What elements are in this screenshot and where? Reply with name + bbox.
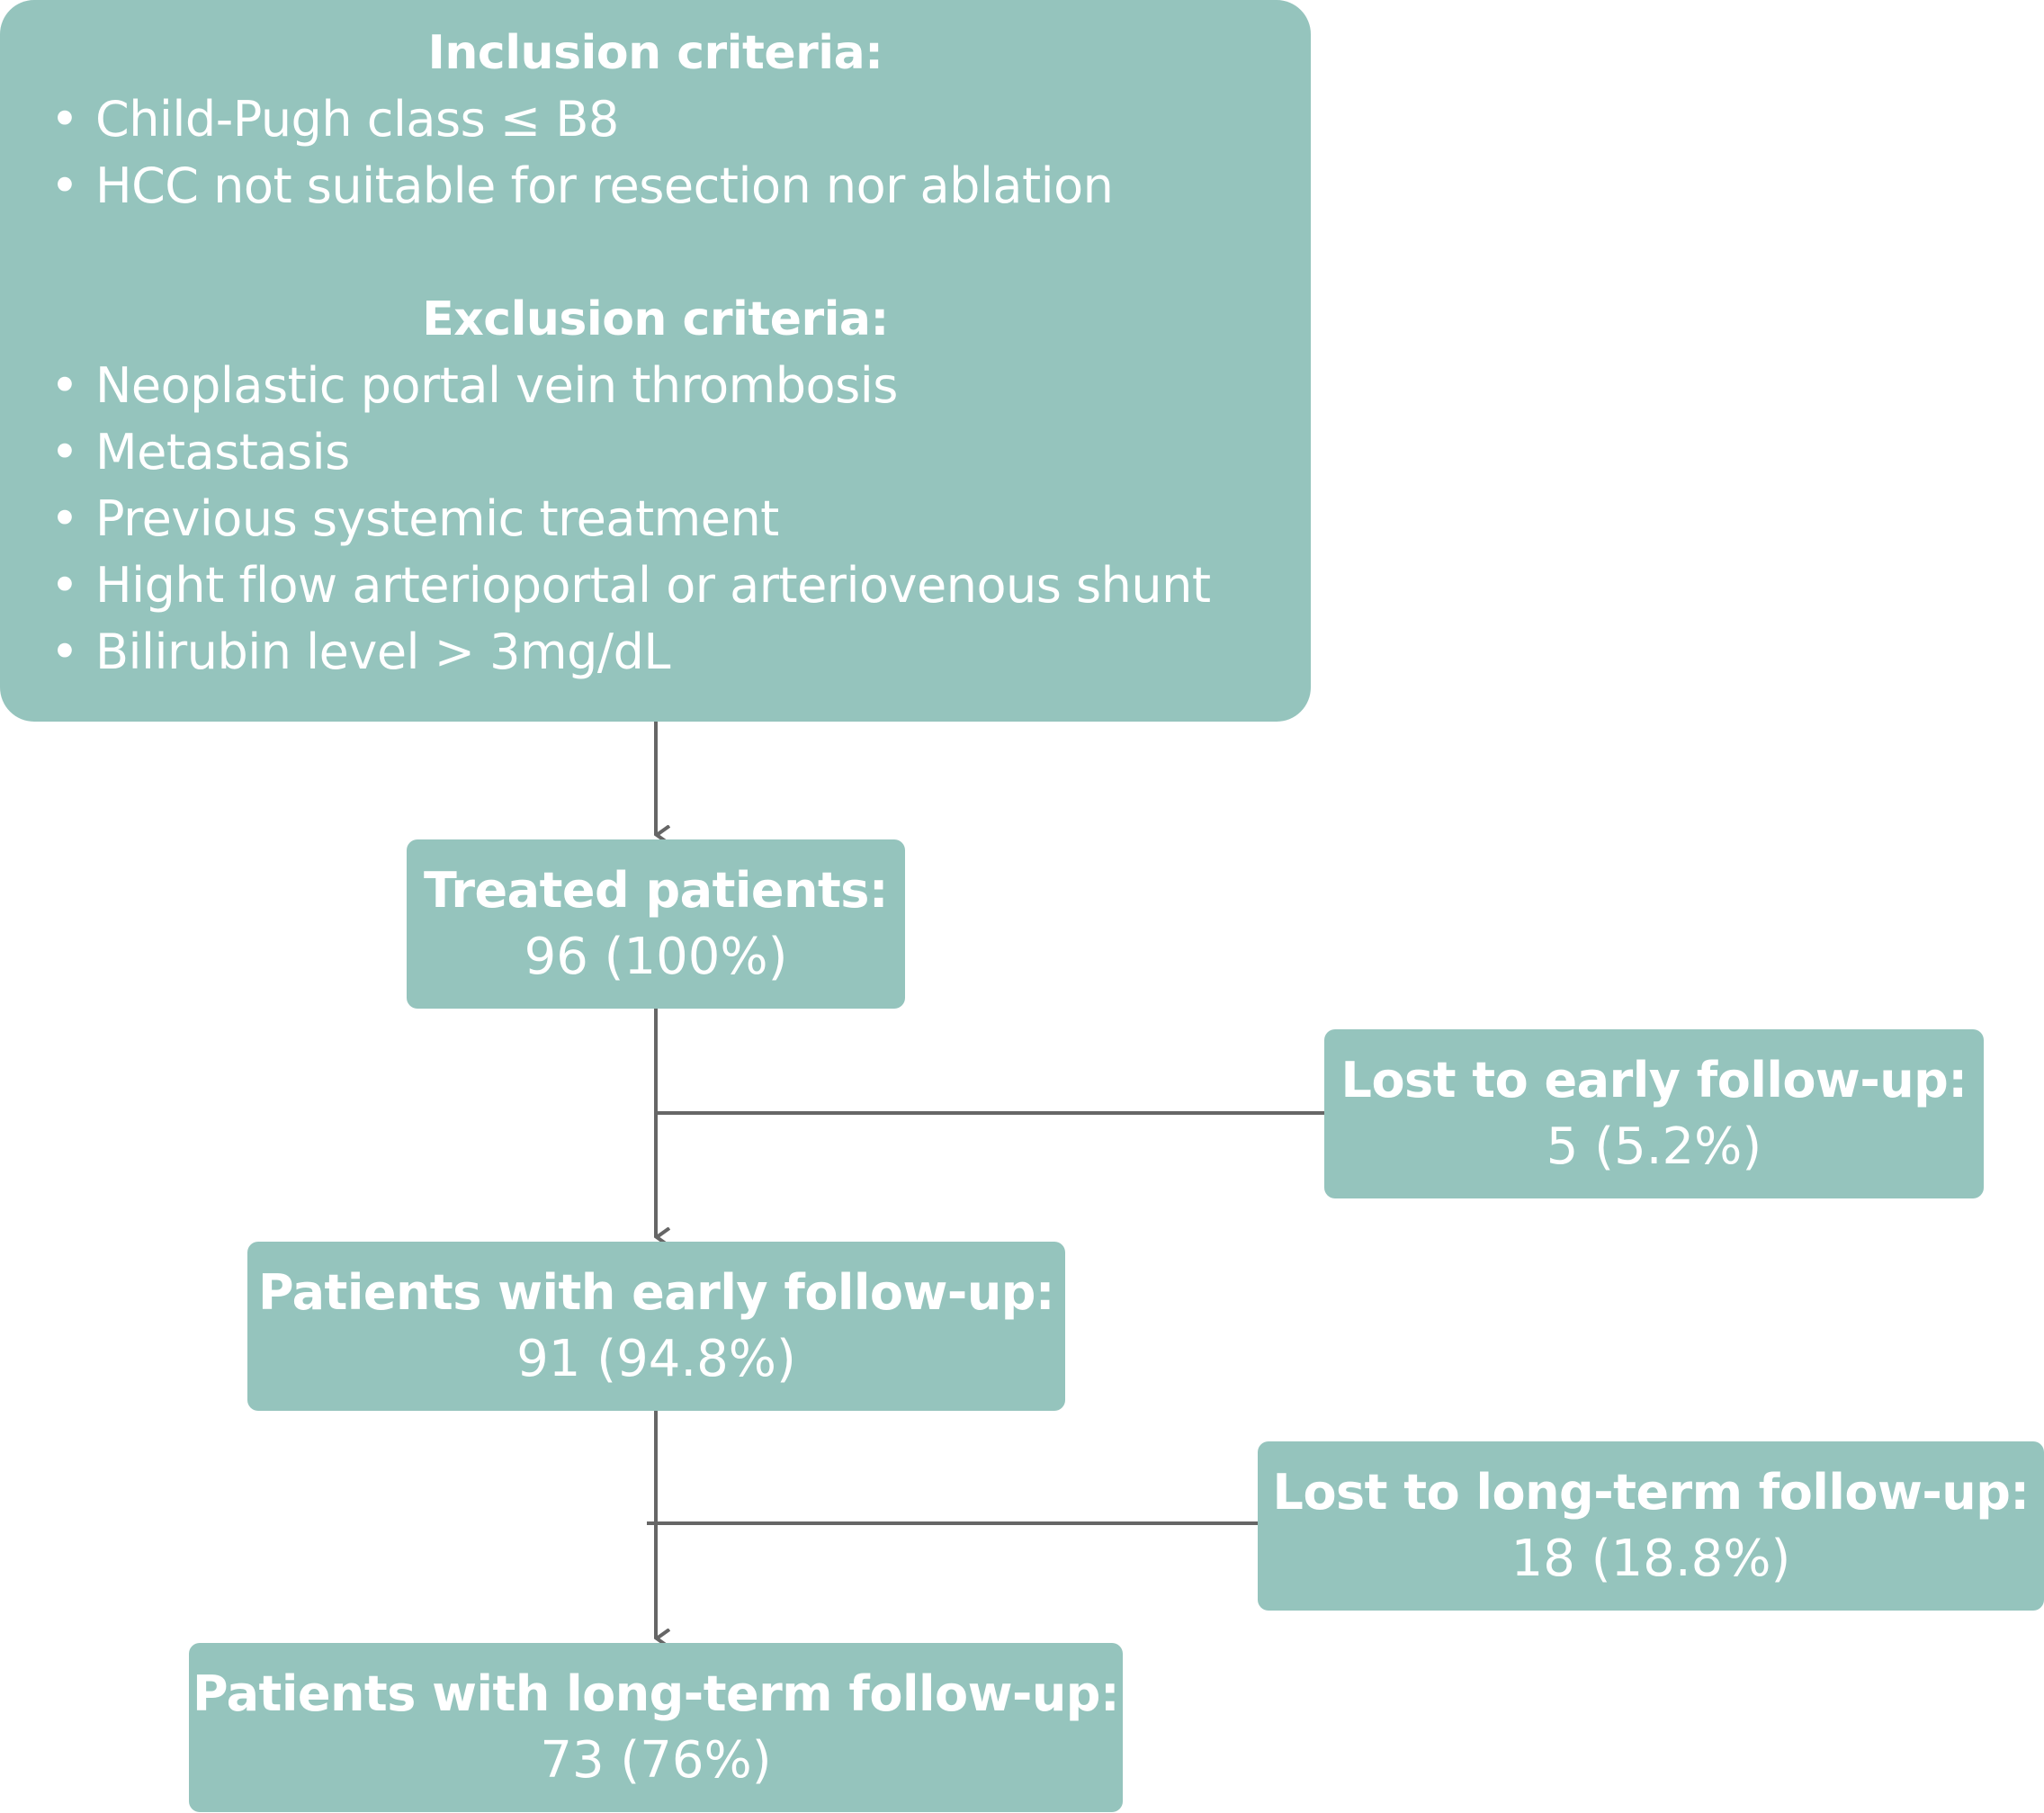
lost-long-term-followup-title: Lost to long-term follow-up: (1272, 1464, 2030, 1521)
early-followup-title: Patients with early follow-up: (257, 1264, 1055, 1321)
exclusion-criteria-item: Bilirubin level > 3mg/dL (50, 619, 1311, 686)
long-term-followup-box: Patients with long-term follow-up: 73 (7… (189, 1643, 1123, 1812)
lost-early-followup-count: 5 (5.2%) (1546, 1117, 1762, 1176)
lost-early-followup-box: Lost to early follow-up: 5 (5.2%) (1324, 1029, 1984, 1198)
inclusion-criteria-item: HCC not suitable for resection nor ablat… (50, 153, 1311, 220)
lost-long-term-followup-box: Lost to long-term follow-up: 18 (18.8%) (1258, 1441, 2044, 1611)
exclusion-criteria-item: Metastasis (50, 419, 1311, 486)
inclusion-criteria-heading: Inclusion criteria: (427, 26, 883, 80)
inclusion-criteria-list: Child-Pugh class ≤ B8 HCC not suitable f… (0, 86, 1311, 220)
exclusion-criteria-list: Neoplastic portal vein thrombosis Metast… (0, 353, 1311, 686)
early-followup-box: Patients with early follow-up: 91 (94.8%… (247, 1242, 1065, 1411)
treated-patients-box: Treated patients: 96 (100%) (407, 839, 905, 1009)
long-term-followup-title: Patients with long-term follow-up: (192, 1665, 1120, 1722)
early-followup-count: 91 (94.8%) (516, 1330, 796, 1388)
lost-early-followup-title: Lost to early follow-up: (1340, 1052, 1968, 1108)
exclusion-criteria-item: Hight flow arterioportal or arteriovenou… (50, 552, 1311, 619)
long-term-followup-count: 73 (76%) (540, 1731, 772, 1790)
lost-long-term-followup-count: 18 (18.8%) (1511, 1530, 1791, 1588)
exclusion-criteria-item: Neoplastic portal vein thrombosis (50, 353, 1311, 419)
inclusion-criteria-item: Child-Pugh class ≤ B8 (50, 86, 1311, 153)
treated-patients-title: Treated patients: (423, 862, 889, 919)
criteria-box: Inclusion criteria: Child-Pugh class ≤ B… (0, 0, 1311, 722)
treated-patients-count: 96 (100%) (524, 928, 788, 986)
exclusion-criteria-heading: Exclusion criteria: (422, 292, 889, 346)
exclusion-criteria-item: Previous systemic treatment (50, 486, 1311, 552)
